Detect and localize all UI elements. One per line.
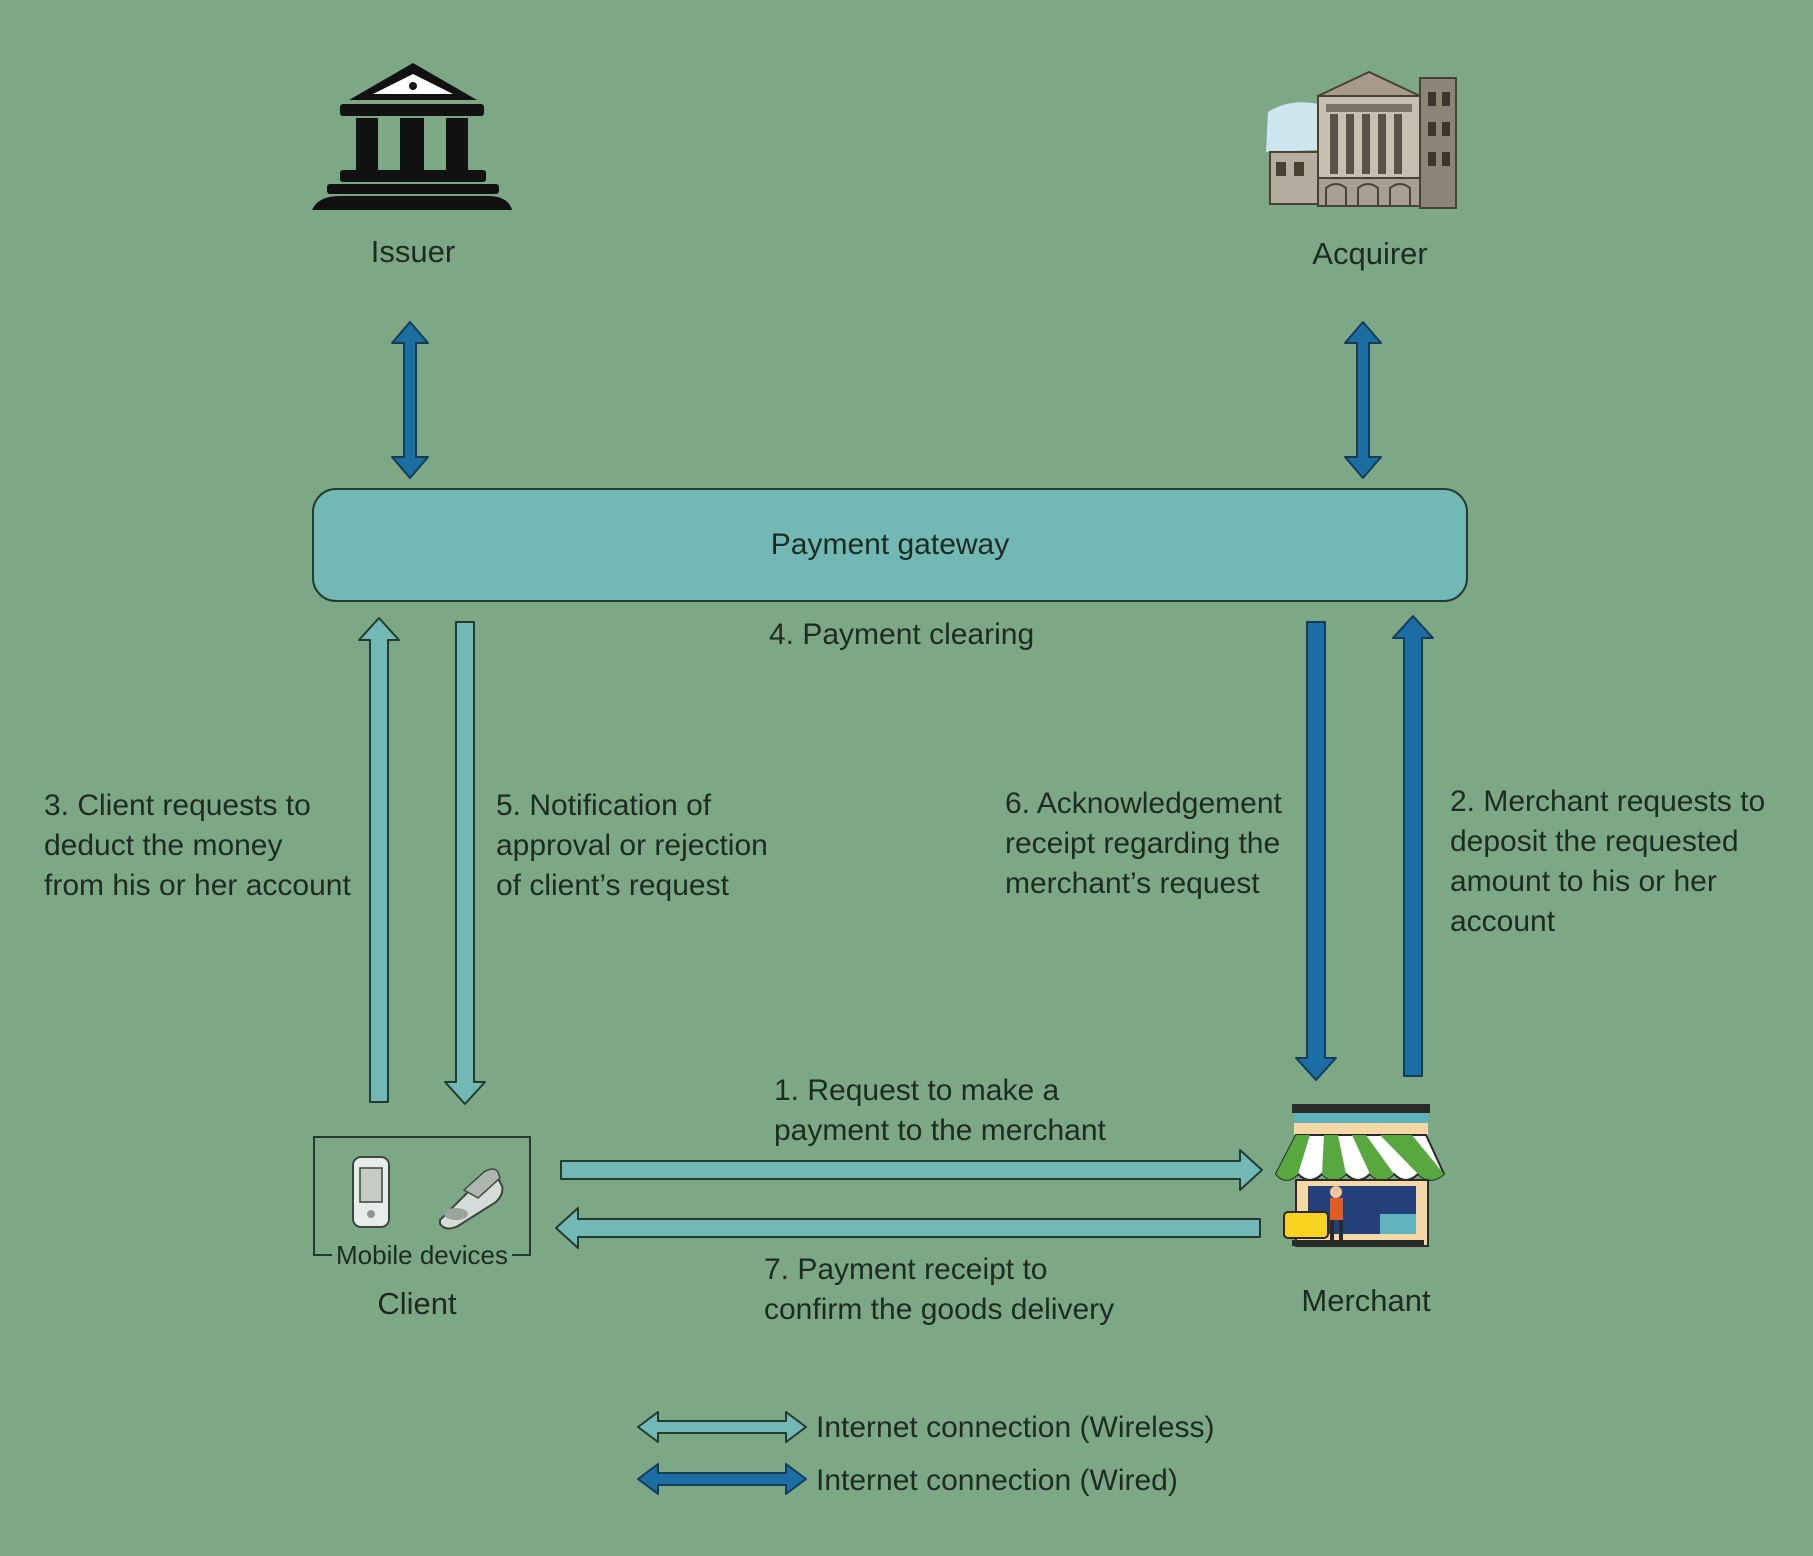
step6-arrow — [1295, 621, 1337, 1081]
step7-arrow — [555, 1207, 1261, 1249]
client-label: Client — [377, 1286, 457, 1321]
acquirer-gateway-connector — [1344, 321, 1382, 479]
bank-photo-icon — [1266, 70, 1457, 209]
step5-label: 5. Notification of approval or rejection… — [496, 789, 768, 902]
step6-label: 6. Acknowledgement receipt regarding the… — [1005, 787, 1282, 900]
legend-wireless-glyph — [637, 1411, 807, 1443]
flip-phone-icon — [439, 1168, 504, 1230]
merchant-label: Merchant — [1301, 1283, 1431, 1318]
payment-gateway-box: Payment gateway — [312, 488, 1468, 602]
legend-wireless-label: Internet connection (Wireless) — [816, 1411, 1215, 1444]
step2-label: 2. Merchant requests to deposit the requ… — [1450, 785, 1766, 938]
step3-arrow — [358, 617, 400, 1103]
step1-label: 1. Request to make a payment to the merc… — [774, 1074, 1106, 1147]
mobile-devices-label: Mobile devices — [332, 1240, 512, 1270]
step5-arrow — [444, 621, 486, 1105]
acquirer-label: Acquirer — [1312, 236, 1428, 271]
step4-label: 4. Payment clearing — [769, 618, 1035, 651]
payment-gateway-label: Payment gateway — [770, 528, 1010, 561]
step7-label: 7. Payment receipt to confirm the goods … — [764, 1253, 1115, 1326]
step2-arrow — [1392, 615, 1434, 1077]
storefront-icon — [1274, 1104, 1446, 1247]
legend-wired-glyph — [637, 1463, 807, 1495]
step3-label: 3. Client requests to deduct the money f… — [44, 789, 351, 902]
mobile-devices-box: Mobile devices — [313, 1136, 531, 1270]
legend-wired-label: Internet connection (Wired) — [816, 1464, 1178, 1497]
step1-arrow — [560, 1149, 1263, 1191]
mobile-phone-icon — [352, 1156, 390, 1228]
bank-building-icon — [312, 63, 512, 210]
issuer-gateway-connector — [391, 321, 429, 479]
issuer-label: Issuer — [370, 234, 456, 269]
